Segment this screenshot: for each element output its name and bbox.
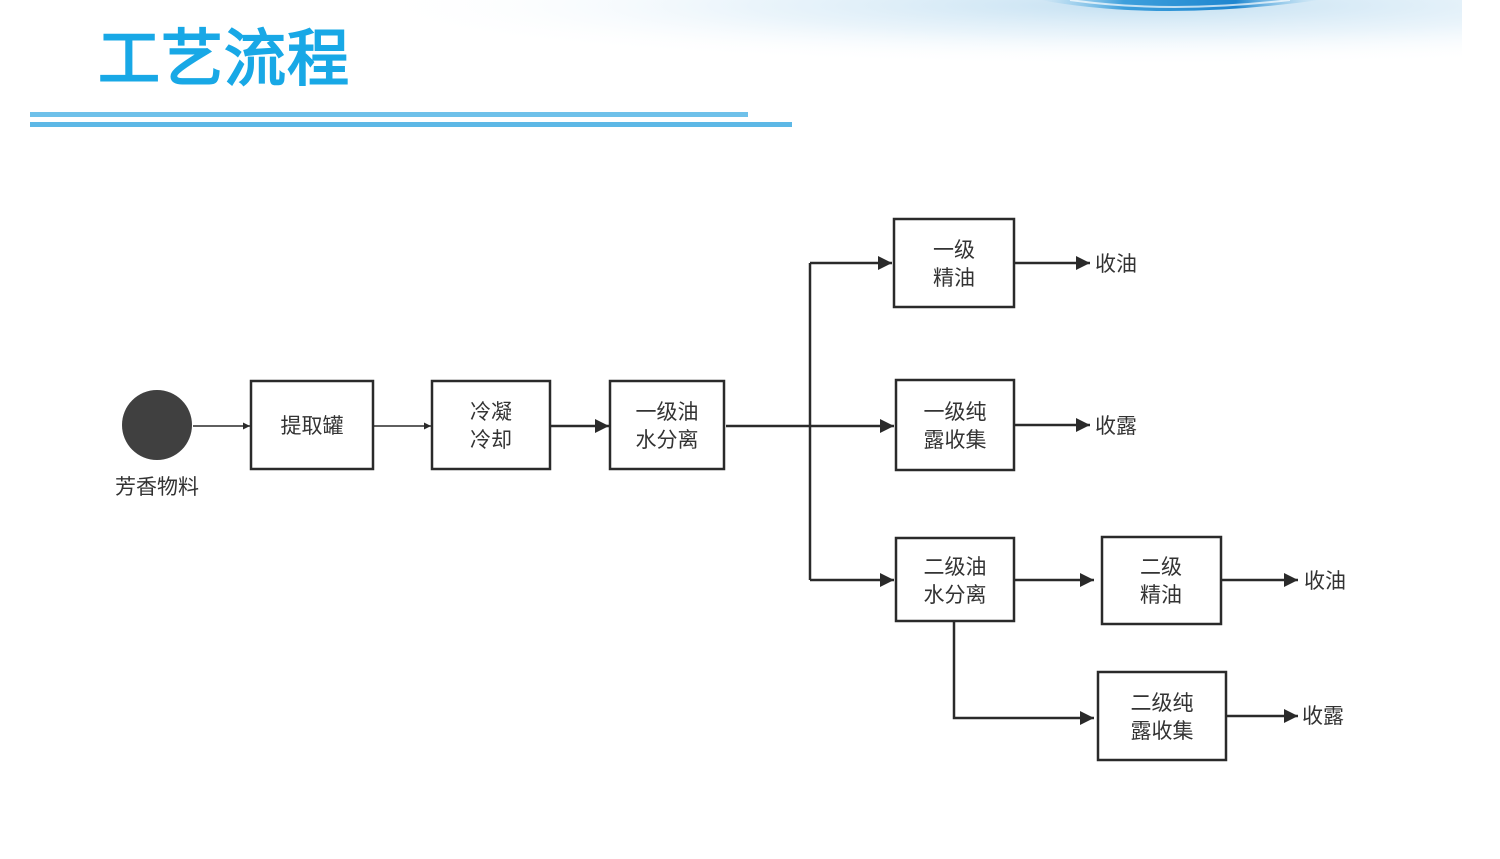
output-collect-hydrosol-2: 收露: [1302, 704, 1344, 728]
node-primary-hydrosol: 一级纯 露收集: [894, 378, 1016, 472]
node-secondary-hydrosol-line2: 露收集: [1131, 719, 1194, 743]
title-underline: [30, 112, 748, 117]
node-secondary-essential-oil: 二级 精油: [1100, 535, 1223, 626]
node-primary-separation-line2: 水分离: [636, 428, 699, 452]
node-secondary-separation-line2: 水分离: [924, 583, 987, 607]
node-secondary-essential-oil-line1: 二级: [1140, 555, 1182, 579]
node-secondary-essential-oil-line2: 精油: [1140, 583, 1182, 607]
node-secondary-hydrosol-line1: 二级纯: [1131, 691, 1194, 715]
node-secondary-separation-line1: 二级油: [924, 555, 987, 579]
output-collect-oil-1: 收油: [1095, 252, 1137, 276]
node-condense-cool-line1: 冷凝: [470, 400, 512, 424]
node-secondary-separation: 二级油 水分离: [894, 536, 1016, 623]
node-primary-hydrosol-line1: 一级纯: [924, 400, 987, 424]
page-title: 工艺流程: [98, 22, 351, 95]
node-primary-essential-oil: 一级 精油: [892, 217, 1016, 309]
node-condense-cool-line2: 冷却: [470, 428, 512, 452]
node-extraction-tank-label: 提取罐: [281, 414, 344, 438]
node-secondary-hydrosol: 二级纯 露收集: [1096, 670, 1228, 762]
node-primary-separation: 一级油 水分离: [608, 379, 726, 471]
start-node: [122, 390, 192, 460]
node-condense-cool: 冷凝 冷却: [430, 379, 552, 471]
node-primary-essential-oil-line2: 精油: [933, 266, 975, 290]
node-primary-separation-line1: 一级油: [636, 400, 699, 424]
output-collect-hydrosol-1: 收露: [1095, 414, 1137, 438]
header-swoosh-decoration: [30, 0, 1462, 110]
output-collect-oil-2: 收油: [1304, 569, 1346, 593]
node-primary-essential-oil-line1: 一级: [933, 238, 975, 262]
arrow-secondary-separation-to-hydrosol: [952, 621, 1094, 725]
title-underline-secondary: [30, 122, 792, 127]
node-primary-hydrosol-line2: 露收集: [924, 428, 987, 452]
node-extraction-tank: 提取罐: [249, 379, 375, 471]
start-node-label: 芳香物料: [115, 475, 199, 499]
